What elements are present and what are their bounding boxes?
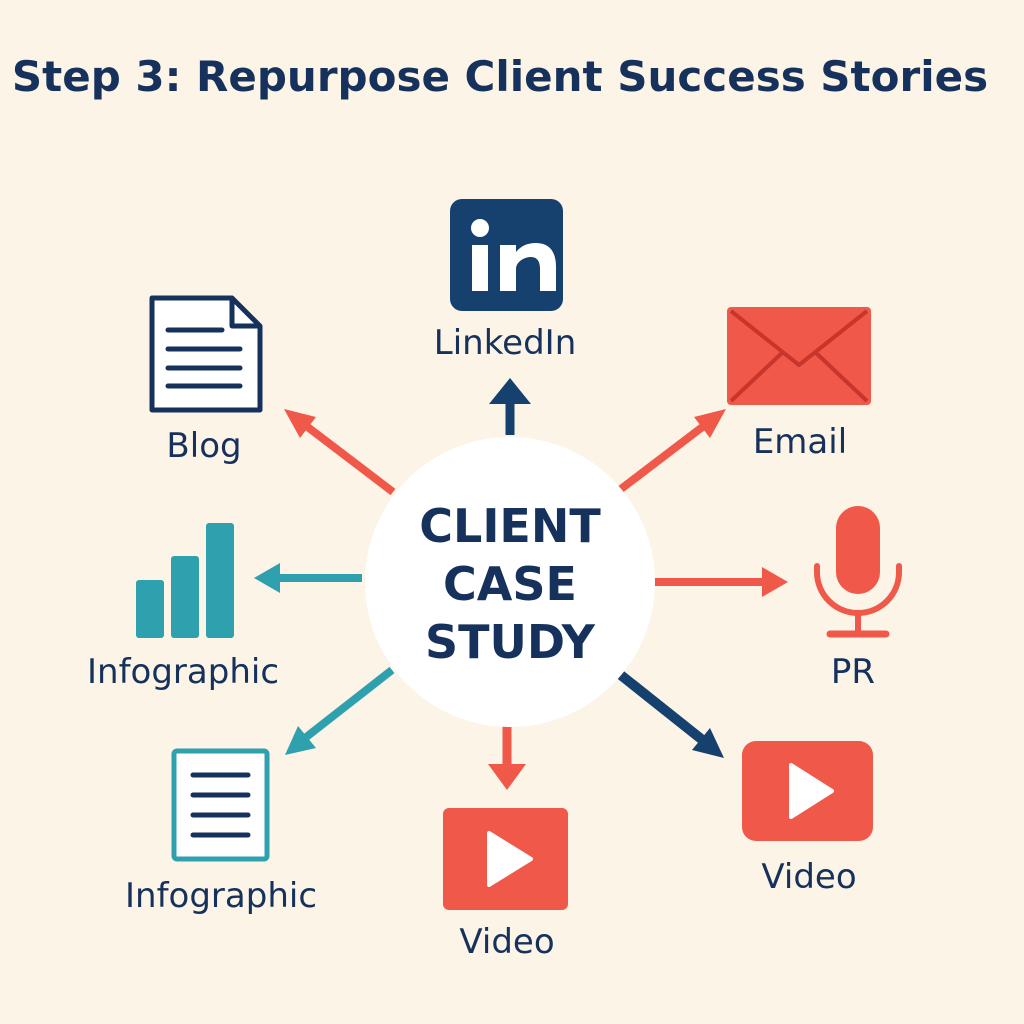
label-pr: PR [830,652,876,692]
envelope-icon [727,307,871,405]
play-button-icon [443,808,568,910]
bar-chart-icon [136,523,234,638]
label-video-right: Video [761,857,857,897]
label-infographic-2: Infographic [124,876,318,916]
label-infographic-1: Infographic [86,652,280,692]
arrow-to-email [614,409,726,496]
center-line: CLIENT [419,499,601,553]
center-label: CLIENT CASE STUDY [365,497,655,671]
center-line: STUDY [424,615,595,669]
arrow-to-infographic-1 [254,563,362,593]
play-button-icon [742,741,873,841]
label-video-bottom: Video [459,922,555,962]
document-icon [149,295,263,413]
center-line: CASE [443,557,577,611]
arrow-to-blog [284,409,396,496]
page-title: Step 3: Repurpose Client Success Stories [11,52,989,101]
arrow-to-video-bottom [488,725,526,790]
text-document-icon [171,748,270,862]
arrow-to-linkedin [489,378,531,435]
label-linkedin: LinkedIn [433,323,577,363]
arrow-to-infographic-2 [285,666,395,755]
linkedin-icon [450,199,563,311]
arrow-to-pr [648,567,788,597]
label-blog: Blog [166,426,242,466]
arrow-to-video-right [613,668,724,758]
label-email: Email [752,422,848,462]
microphone-icon [814,506,902,638]
center-node: CLIENT CASE STUDY [365,437,655,727]
